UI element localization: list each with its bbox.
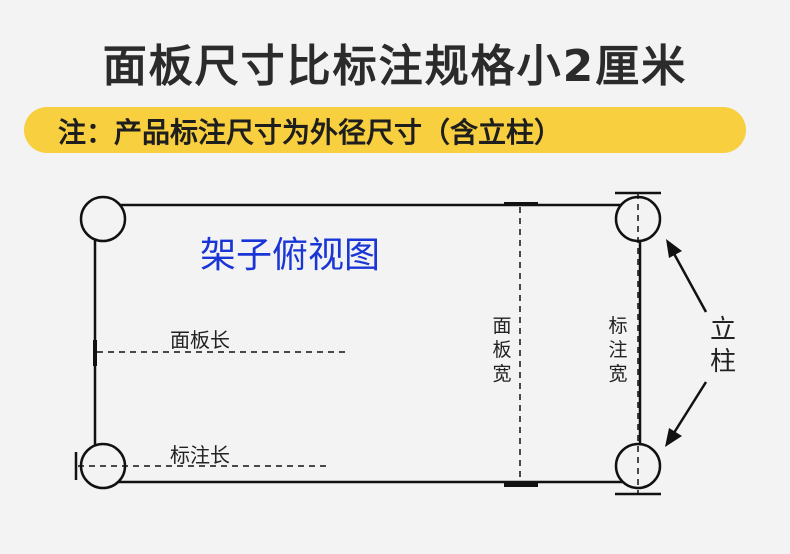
post-arrow-bottom-head [665, 428, 682, 447]
post-label: 立柱 [709, 315, 736, 377]
marked-length-label: 标注长 [170, 443, 230, 467]
post-bottom-right [614, 442, 662, 490]
post-arrow-top-head [666, 239, 682, 258]
post-top-left [79, 195, 127, 243]
top-view-label: 架子俯视图 [200, 235, 381, 276]
panel-width-label: 面板宽 [492, 315, 512, 385]
page-title: 面板尺寸比标注规格小2厘米 [102, 41, 688, 92]
panel-length-label: 面板长 [170, 328, 230, 352]
note-banner [24, 107, 746, 153]
marked-width-label: 标注宽 [608, 315, 628, 385]
note-text: 注：产品标注尺寸为外径尺寸（含立柱） [58, 116, 563, 149]
post-arrow-top-line [670, 249, 708, 313]
post-arrow-bottom-line [670, 381, 708, 437]
